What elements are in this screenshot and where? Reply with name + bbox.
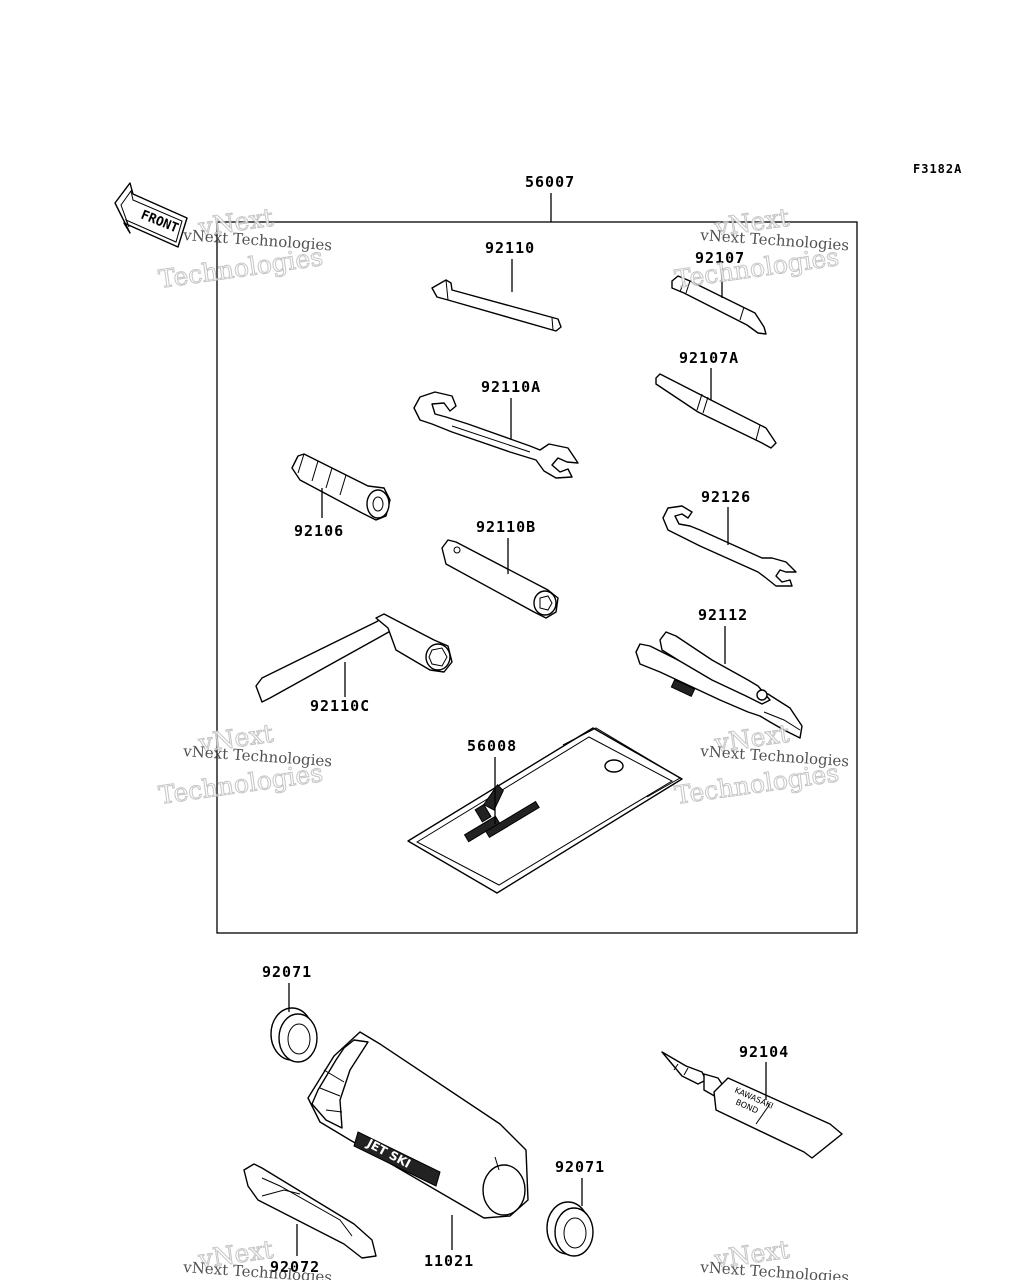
label-11021: 11021 bbox=[424, 1252, 474, 1270]
small-wrench-part bbox=[662, 505, 797, 587]
plug-wrench-c-part bbox=[255, 613, 453, 703]
label-92104: 92104 bbox=[739, 1043, 789, 1061]
front-arrow-icon: FRONT bbox=[114, 182, 188, 248]
tool-bag-part bbox=[407, 727, 683, 894]
screwdriver-bit-a-part bbox=[655, 373, 777, 449]
wrench-a-part bbox=[413, 391, 579, 479]
label-92110C: 92110C bbox=[310, 697, 370, 715]
tool-case-part: JET SKI bbox=[307, 1031, 529, 1219]
tool-kit-frame bbox=[216, 221, 858, 934]
grommet-top-part bbox=[270, 1007, 318, 1063]
allen-key-part bbox=[431, 279, 562, 332]
box-wrench-b-part bbox=[441, 539, 559, 619]
label-92107: 92107 bbox=[695, 249, 745, 267]
label-92106: 92106 bbox=[294, 522, 344, 540]
svg-text:vNext Technologies: vNext Technologies bbox=[182, 742, 333, 770]
grommet-bottom-part bbox=[546, 1201, 594, 1257]
diagram-code: F3182A bbox=[913, 162, 962, 176]
label-92110B: 92110B bbox=[476, 518, 536, 536]
pliers-part bbox=[635, 631, 803, 739]
label-92110: 92110 bbox=[485, 239, 535, 257]
label-56008: 56008 bbox=[467, 737, 517, 755]
label-92072: 92072 bbox=[270, 1258, 320, 1276]
label-92110A: 92110A bbox=[481, 378, 541, 396]
socket-driver-part bbox=[291, 453, 391, 521]
label-92071-top: 92071 bbox=[262, 963, 312, 981]
bond-tube-part: KAWASAKI BOND bbox=[661, 1051, 843, 1159]
svg-text:vNext Technologies: vNext Technologies bbox=[182, 226, 333, 254]
label-92112: 92112 bbox=[698, 606, 748, 624]
screwdriver-bit-part bbox=[671, 275, 767, 335]
label-56007: 56007 bbox=[525, 173, 575, 191]
label-92071-bottom: 92071 bbox=[555, 1158, 605, 1176]
watermark-mid-right: vNext Technologies vNext Technologies bbox=[672, 718, 849, 810]
label-92107A: 92107A bbox=[679, 349, 739, 367]
watermark-bottom-right: vNext vNext Technologies bbox=[699, 1234, 850, 1280]
label-92126: 92126 bbox=[701, 488, 751, 506]
watermark-mid-left: vNext Technologies vNext Technologies bbox=[156, 718, 333, 810]
case-band-part bbox=[243, 1163, 377, 1259]
